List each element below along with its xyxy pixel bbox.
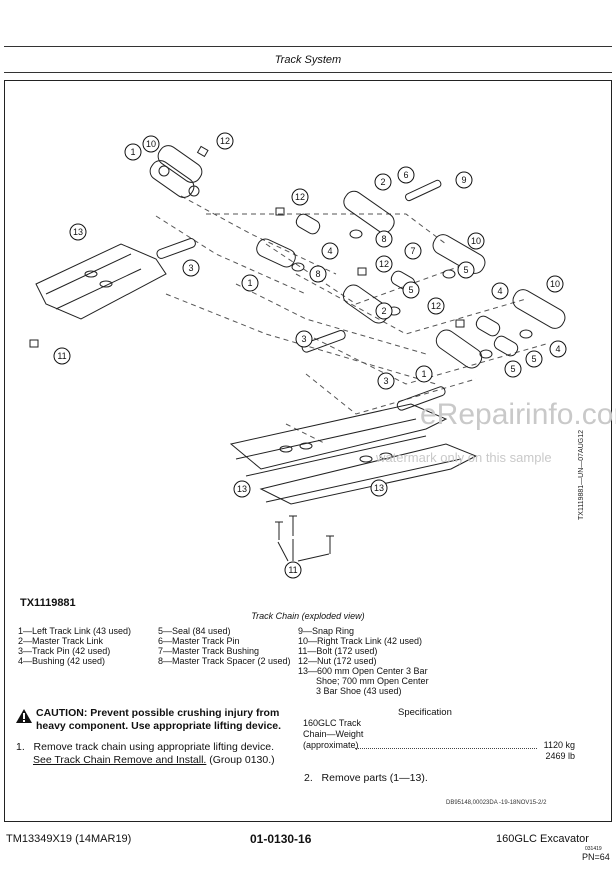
legend-item: 13—600 mm Open Center 3 Bar xyxy=(298,666,428,676)
svg-text:10: 10 xyxy=(471,236,481,246)
svg-text:5: 5 xyxy=(408,285,413,295)
step-1-number: 1. xyxy=(16,741,25,753)
svg-text:10: 10 xyxy=(146,139,156,149)
watermark-title: eRepairinfo.com xyxy=(420,398,616,431)
svg-text:5: 5 xyxy=(463,265,468,275)
legend-col-1: 1—Left Track Link (43 used) 2—Master Tra… xyxy=(18,626,131,666)
step-1: 1. Remove track chain using appropriate … xyxy=(16,741,274,754)
svg-text:1: 1 xyxy=(421,369,426,379)
svg-text:12: 12 xyxy=(379,259,389,269)
legend-item: 3—Track Pin (42 used) xyxy=(18,646,111,656)
svg-text:8: 8 xyxy=(381,234,386,244)
caution-line-2: heavy component. Use appropriate lifting… xyxy=(36,720,282,732)
legend-col-2: 5—Seal (84 used) 6—Master Track Pin 7—Ma… xyxy=(158,626,291,666)
step-1-reference: See Track Chain Remove and Install. (Gro… xyxy=(33,754,275,767)
step-2: 2. Remove parts (1—13). xyxy=(304,772,428,785)
spec-value-kg: 1120 kg xyxy=(543,740,575,750)
svg-text:12: 12 xyxy=(295,192,305,202)
svg-text:4: 4 xyxy=(555,344,560,354)
svg-text:12: 12 xyxy=(220,136,230,146)
legend-item: 2—Master Track Link xyxy=(18,636,104,646)
footer-model: 160GLC Excavator xyxy=(496,833,589,845)
track-shoe-upper xyxy=(35,243,167,320)
footer-manual-id: TM13349X19 (14MAR19) xyxy=(6,833,132,845)
page-title: Track System xyxy=(274,54,342,66)
bolts xyxy=(275,515,334,562)
legend-item: 5—Seal (84 used) xyxy=(158,626,231,636)
left-link-assembly-top xyxy=(149,145,203,198)
figure-code: TX1119881 xyxy=(20,597,76,609)
svg-text:3: 3 xyxy=(188,263,193,273)
spec-item-line-1: 160GLC Track xyxy=(303,718,362,728)
figure-frame xyxy=(4,80,612,822)
svg-text:4: 4 xyxy=(497,286,502,296)
legend-item: 4—Bushing (42 used) xyxy=(18,656,106,666)
svg-text:7: 7 xyxy=(410,246,415,256)
svg-text:4: 4 xyxy=(327,246,332,256)
track-shoe-lower xyxy=(229,403,478,505)
svg-text:10: 10 xyxy=(550,279,560,289)
spec-item-line-3: (approximate) xyxy=(303,740,359,750)
warning-icon xyxy=(16,709,32,723)
track-chain-remove-install-link[interactable]: See Track Chain Remove and Install. xyxy=(33,754,207,766)
document-reference: DB95148,00023DA -19-18NOV15-2/2 xyxy=(446,800,547,806)
watermark-subtitle: watermark only on this sample xyxy=(376,450,552,465)
svg-text:5: 5 xyxy=(510,364,515,374)
svg-text:13: 13 xyxy=(73,227,83,237)
svg-text:2: 2 xyxy=(380,177,385,187)
svg-text:1: 1 xyxy=(130,147,135,157)
legend-item: 6—Master Track Pin xyxy=(158,636,240,646)
header-rule-bottom xyxy=(4,72,612,73)
step-2-text: Remove parts (1—13). xyxy=(321,772,428,784)
step-2-number: 2. xyxy=(304,772,313,784)
footer-pn: PN=64 xyxy=(582,852,610,862)
legend-item: 11—Bolt (172 used) xyxy=(298,646,378,656)
legend-item: 7—Master Track Bushing xyxy=(158,646,260,656)
spec-heading: Specification xyxy=(398,707,452,718)
legend-item: 10—Right Track Link (42 used) xyxy=(298,636,423,646)
svg-text:13: 13 xyxy=(374,483,384,493)
legend-col-3: 9—Snap Ring 10—Right Track Link (42 used… xyxy=(298,626,429,696)
svg-text:11: 11 xyxy=(57,351,66,361)
svg-text:2: 2 xyxy=(381,306,386,316)
spec-block: 160GLC Track Chain—Weight (approximate) … xyxy=(303,718,575,762)
svg-text:3: 3 xyxy=(383,376,388,386)
footer-page-number: 01-0130-16 xyxy=(250,832,312,846)
legend-item: 8—Master Track Spacer (2 used) xyxy=(158,656,291,666)
legend-item: 9—Snap Ring xyxy=(298,626,355,636)
legend-item: Shoe; 700 mm Open Center xyxy=(316,676,429,686)
footer-date-code: 031419 xyxy=(585,846,602,852)
caution-line-1: CAUTION: Prevent possible crushing injur… xyxy=(36,707,280,719)
svg-text:12: 12 xyxy=(431,301,441,311)
step-1-group: (Group 0130.) xyxy=(209,754,275,766)
svg-text:13: 13 xyxy=(237,484,247,494)
svg-text:6: 6 xyxy=(403,170,408,180)
legend-item: 1—Left Track Link (43 used) xyxy=(18,626,132,636)
spec-item-line-2: Chain—Weight xyxy=(303,729,364,739)
spec-leader-dots xyxy=(355,740,537,749)
legend-item: 12—Nut (172 used) xyxy=(298,656,377,666)
svg-text:8: 8 xyxy=(315,269,320,279)
step-1-text: Remove track chain using appropriate lif… xyxy=(33,741,274,753)
svg-text:9: 9 xyxy=(461,175,466,185)
svg-text:3: 3 xyxy=(301,334,306,344)
svg-text:1: 1 xyxy=(247,278,252,288)
figure-id-vertical: TX1119881—UN—07AUG12 xyxy=(578,429,585,520)
spec-value-lb: 2469 lb xyxy=(545,751,575,761)
legend-item: 3 Bar Shoe (43 used) xyxy=(316,686,402,696)
svg-text:5: 5 xyxy=(531,354,536,364)
figure-caption: Track Chain (exploded view) xyxy=(251,611,365,621)
header-rule-top xyxy=(4,46,612,47)
svg-text:11: 11 xyxy=(288,565,297,575)
